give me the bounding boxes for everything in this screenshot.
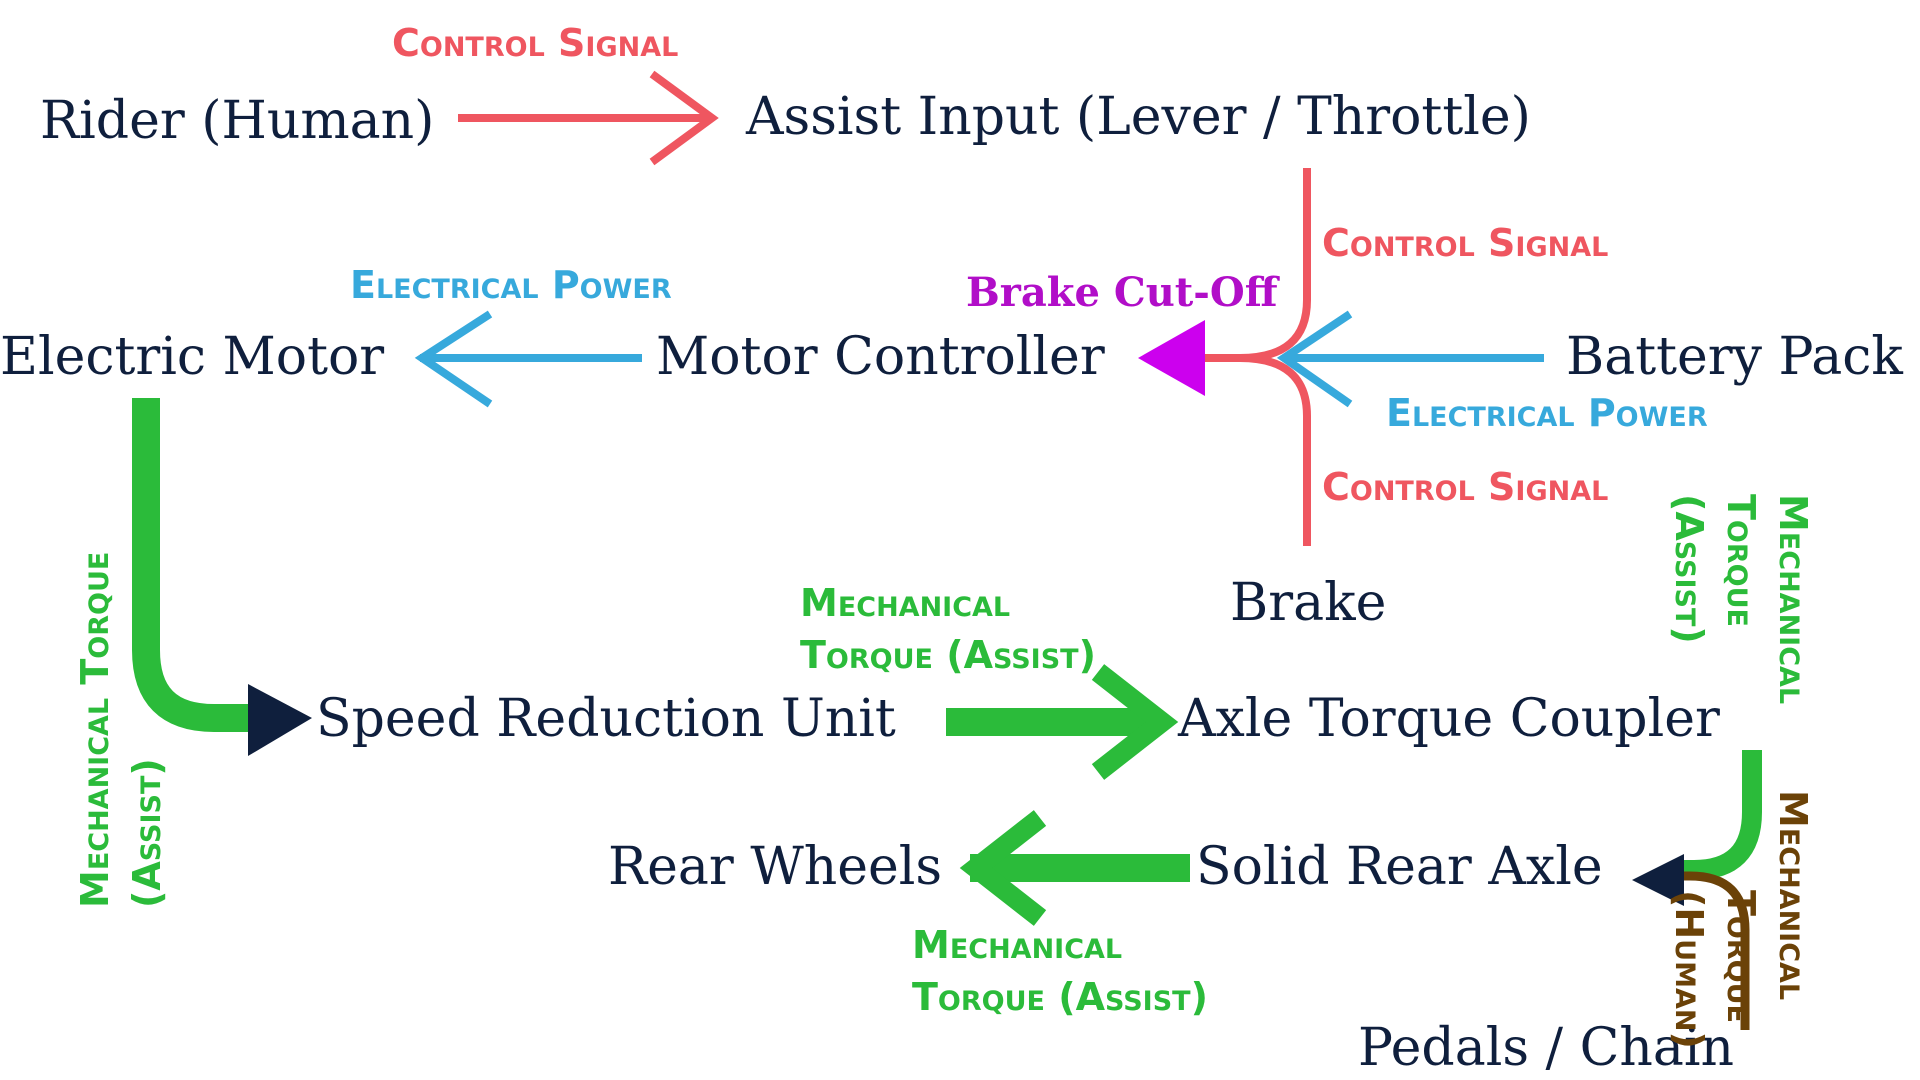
edge-line [132, 398, 252, 732]
label-axle-to-wheels-line2: Torque (Assist) [912, 975, 1208, 1019]
axle-solid-arrowhead [1632, 854, 1684, 906]
label-pedals-to-axle-line2: Torque [1719, 890, 1763, 1023]
label-controller-to-motor: Electrical Power [350, 263, 672, 307]
node-rider: Rider (Human) [40, 91, 434, 151]
solid-arrowhead [248, 684, 312, 756]
node-brake: Brake [1230, 573, 1386, 633]
edge-line-from-input [1205, 168, 1311, 362]
label-coupler-to-axle-line3: (Assist) [1667, 494, 1711, 644]
label-rider-to-input: Control Signal [392, 21, 678, 65]
node-rear-wheels: Rear Wheels [608, 837, 942, 897]
label-motor-to-reduction: Mechanical Torque (Assist) [73, 552, 169, 908]
label-coupler-to-axle-line1: Mechanical [1771, 494, 1815, 704]
open-arrowhead [1276, 310, 1353, 408]
open-arrowhead [959, 810, 1047, 926]
edge-rider-to-input [458, 70, 719, 166]
label-battery-to-controller: Electrical Power [1386, 391, 1708, 435]
node-battery-pack: Battery Pack [1566, 327, 1903, 387]
edge-controller-to-motor [414, 310, 642, 408]
edge-motor-to-reduction [132, 398, 312, 756]
label-coupler-to-axle-line2: Torque [1719, 494, 1763, 627]
node-motor-controller: Motor Controller [656, 327, 1105, 387]
label-coupler-to-axle: Mechanical Torque (Assist) [1667, 494, 1815, 704]
label-motor-to-reduction-line1: Mechanical Torque [73, 552, 117, 908]
node-electric-motor: Electric Motor [0, 327, 384, 387]
node-solid-rear-axle: Solid Rear Axle [1196, 837, 1603, 897]
label-reduction-to-coupler-line2: Torque (Assist) [800, 633, 1096, 677]
brake-cutoff-arrowhead [1138, 320, 1205, 396]
label-brake-cutoff: Brake Cut-Off [966, 269, 1280, 316]
node-speed-reduction-unit: Speed Reduction Unit [316, 689, 896, 749]
label-axle-to-wheels-line1: Mechanical [912, 923, 1122, 967]
open-arrowhead [1091, 664, 1179, 780]
edge-coupler-to-axle [1682, 750, 1762, 880]
edge-axle-to-wheels [959, 810, 1190, 926]
edge-line [1682, 750, 1762, 880]
node-assist-input: Assist Input (Lever / Throttle) [745, 87, 1531, 147]
open-arrowhead [649, 70, 719, 166]
label-brake-to-controller: Control Signal [1322, 465, 1608, 509]
node-axle-torque-coupler: Axle Torque Coupler [1177, 689, 1720, 749]
edge-line-from-brake [1239, 354, 1311, 546]
node-pedals-chain: Pedals / Chain [1358, 1018, 1734, 1078]
label-reduction-to-coupler-line1: Mechanical [800, 581, 1010, 625]
label-pedals-to-axle-line1: Mechanical [1771, 790, 1815, 1000]
edge-pedals-to-axle [1682, 871, 1750, 1030]
edge-battery-to-controller [1276, 310, 1544, 408]
edge-line [1682, 871, 1750, 1030]
label-pedals-to-axle: Mechanical Torque (Human) [1667, 790, 1815, 1049]
edge-input-brake-to-controller [1205, 168, 1311, 546]
edge-reduction-to-coupler [946, 664, 1179, 780]
open-arrowhead [414, 310, 493, 408]
label-pedals-to-axle-line3: (Human) [1667, 890, 1711, 1049]
label-motor-to-reduction-line2: (Assist) [125, 758, 169, 908]
label-input-to-controller: Control Signal [1322, 221, 1608, 265]
